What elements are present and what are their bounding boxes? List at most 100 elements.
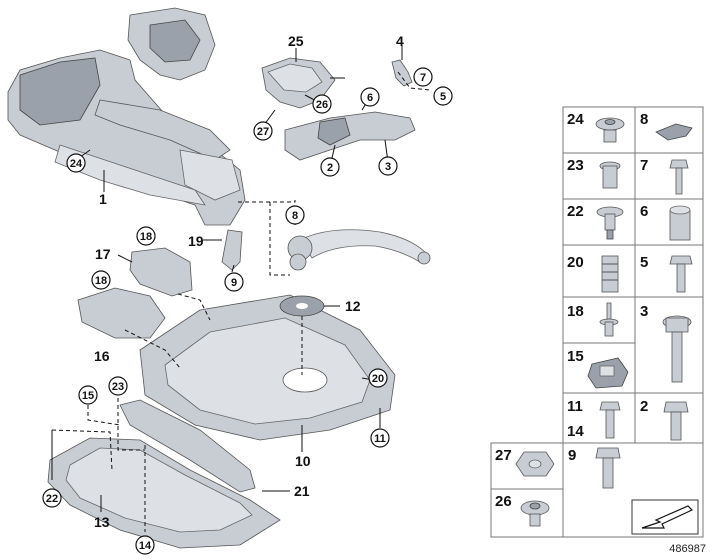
svg-text:18: 18 [140,231,152,243]
svg-text:3: 3 [385,161,391,173]
spring-clip-20-icon [601,255,619,293]
callout-22: 22 [42,488,62,508]
heat-shield-25 [261,57,345,109]
callout-9: 9 [224,272,244,292]
svg-text:24: 24 [70,158,83,170]
bolt-11-icon [599,401,621,439]
callout-1: 1 [99,191,107,207]
underbody-shield-16 [77,287,166,339]
callout-18a: 18 [136,226,156,246]
rivet-18-icon [599,302,619,337]
svg-text:2: 2 [640,398,648,415]
callout-4: 4 [396,33,404,49]
rivet-nut-23-icon [599,161,621,189]
svg-text:14: 14 [567,423,584,440]
svg-text:12: 12 [345,298,361,314]
arm-bracket-2-3 [284,111,416,161]
svg-text:20: 20 [567,254,584,271]
svg-text:9: 9 [231,277,237,289]
svg-text:6: 6 [367,92,373,104]
callout-26: 26 [312,94,332,114]
svg-text:25: 25 [288,33,304,49]
svg-text:10: 10 [295,453,311,469]
svg-text:26: 26 [495,493,512,510]
callout-8: 8 [285,205,305,225]
svg-text:20: 20 [372,373,384,385]
callout-27: 27 [253,121,273,141]
callout-23: 23 [108,376,128,396]
bracket-19 [221,229,243,271]
callout-21: 21 [294,483,310,499]
svg-text:3: 3 [640,303,648,320]
svg-text:6: 6 [640,203,648,220]
svg-text:486987: 486987 [669,543,706,555]
svg-text:15: 15 [82,390,94,402]
callout-2: 2 [320,157,340,177]
bolt-3-icon [662,315,692,383]
svg-text:15: 15 [567,348,584,365]
svg-text:8: 8 [640,111,648,128]
callout-15: 15 [78,385,98,405]
svg-text:11: 11 [374,433,386,445]
callout-3: 3 [378,156,398,176]
svg-text:24: 24 [567,111,584,128]
underbody-shield-17 [129,247,193,297]
direction-arrow-icon [631,499,699,535]
wishbone-arm [287,229,431,271]
svg-text:13: 13 [94,514,110,530]
svg-text:19: 19 [188,233,204,249]
parts-grid [490,106,704,538]
svg-text:9: 9 [568,447,576,464]
svg-text:22: 22 [567,203,584,220]
bolt-7-icon [669,159,689,195]
sleeve-6-icon [669,205,691,241]
svg-text:23: 23 [112,381,124,393]
svg-text:8: 8 [292,210,298,222]
bolt-2-icon [663,401,689,441]
diagram-id-label: 486987 [669,543,706,555]
svg-text:14: 14 [139,540,152,552]
callout-14: 14 [135,535,155,555]
svg-text:16: 16 [94,348,110,364]
callout-19: 19 [188,233,204,249]
callout-7: 7 [413,67,433,87]
callout-10: 10 [295,453,311,469]
callout-24: 24 [66,153,86,173]
bracket-8-icon [655,123,693,141]
strip-21 [119,399,256,493]
callout-6: 6 [360,87,380,107]
callout-18b: 18 [91,270,111,290]
clip-nut-15-icon [587,357,629,389]
push-rivet-26-icon [520,500,550,527]
callout-16: 16 [94,348,110,364]
svg-text:5: 5 [640,254,648,271]
bolt-9-icon [595,447,621,489]
svg-text:21: 21 [294,483,310,499]
svg-text:27: 27 [257,126,269,138]
underbody-panel-10 [139,294,396,441]
front-subframe [7,7,246,226]
svg-text:18: 18 [567,303,584,320]
svg-text:7: 7 [420,72,426,84]
bracket-4 [391,59,413,87]
svg-text:11: 11 [567,398,583,415]
mount-12 [279,295,325,317]
hex-nut-27-icon [515,451,555,477]
lower-shield-13 [47,437,281,549]
callout-17: 17 [95,246,111,262]
pin-22-icon [596,206,624,240]
clip-24-icon [595,117,625,143]
svg-text:26: 26 [316,99,328,111]
svg-text:17: 17 [95,246,111,262]
callout-20: 20 [368,368,388,388]
svg-text:27: 27 [495,447,512,464]
callout-13: 13 [94,514,110,530]
svg-text:5: 5 [440,91,446,103]
svg-text:2: 2 [327,162,333,174]
callout-11: 11 [370,428,390,448]
svg-text:18: 18 [95,275,107,287]
svg-text:1: 1 [99,191,107,207]
svg-text:7: 7 [640,157,648,174]
callout-5: 5 [433,86,453,106]
